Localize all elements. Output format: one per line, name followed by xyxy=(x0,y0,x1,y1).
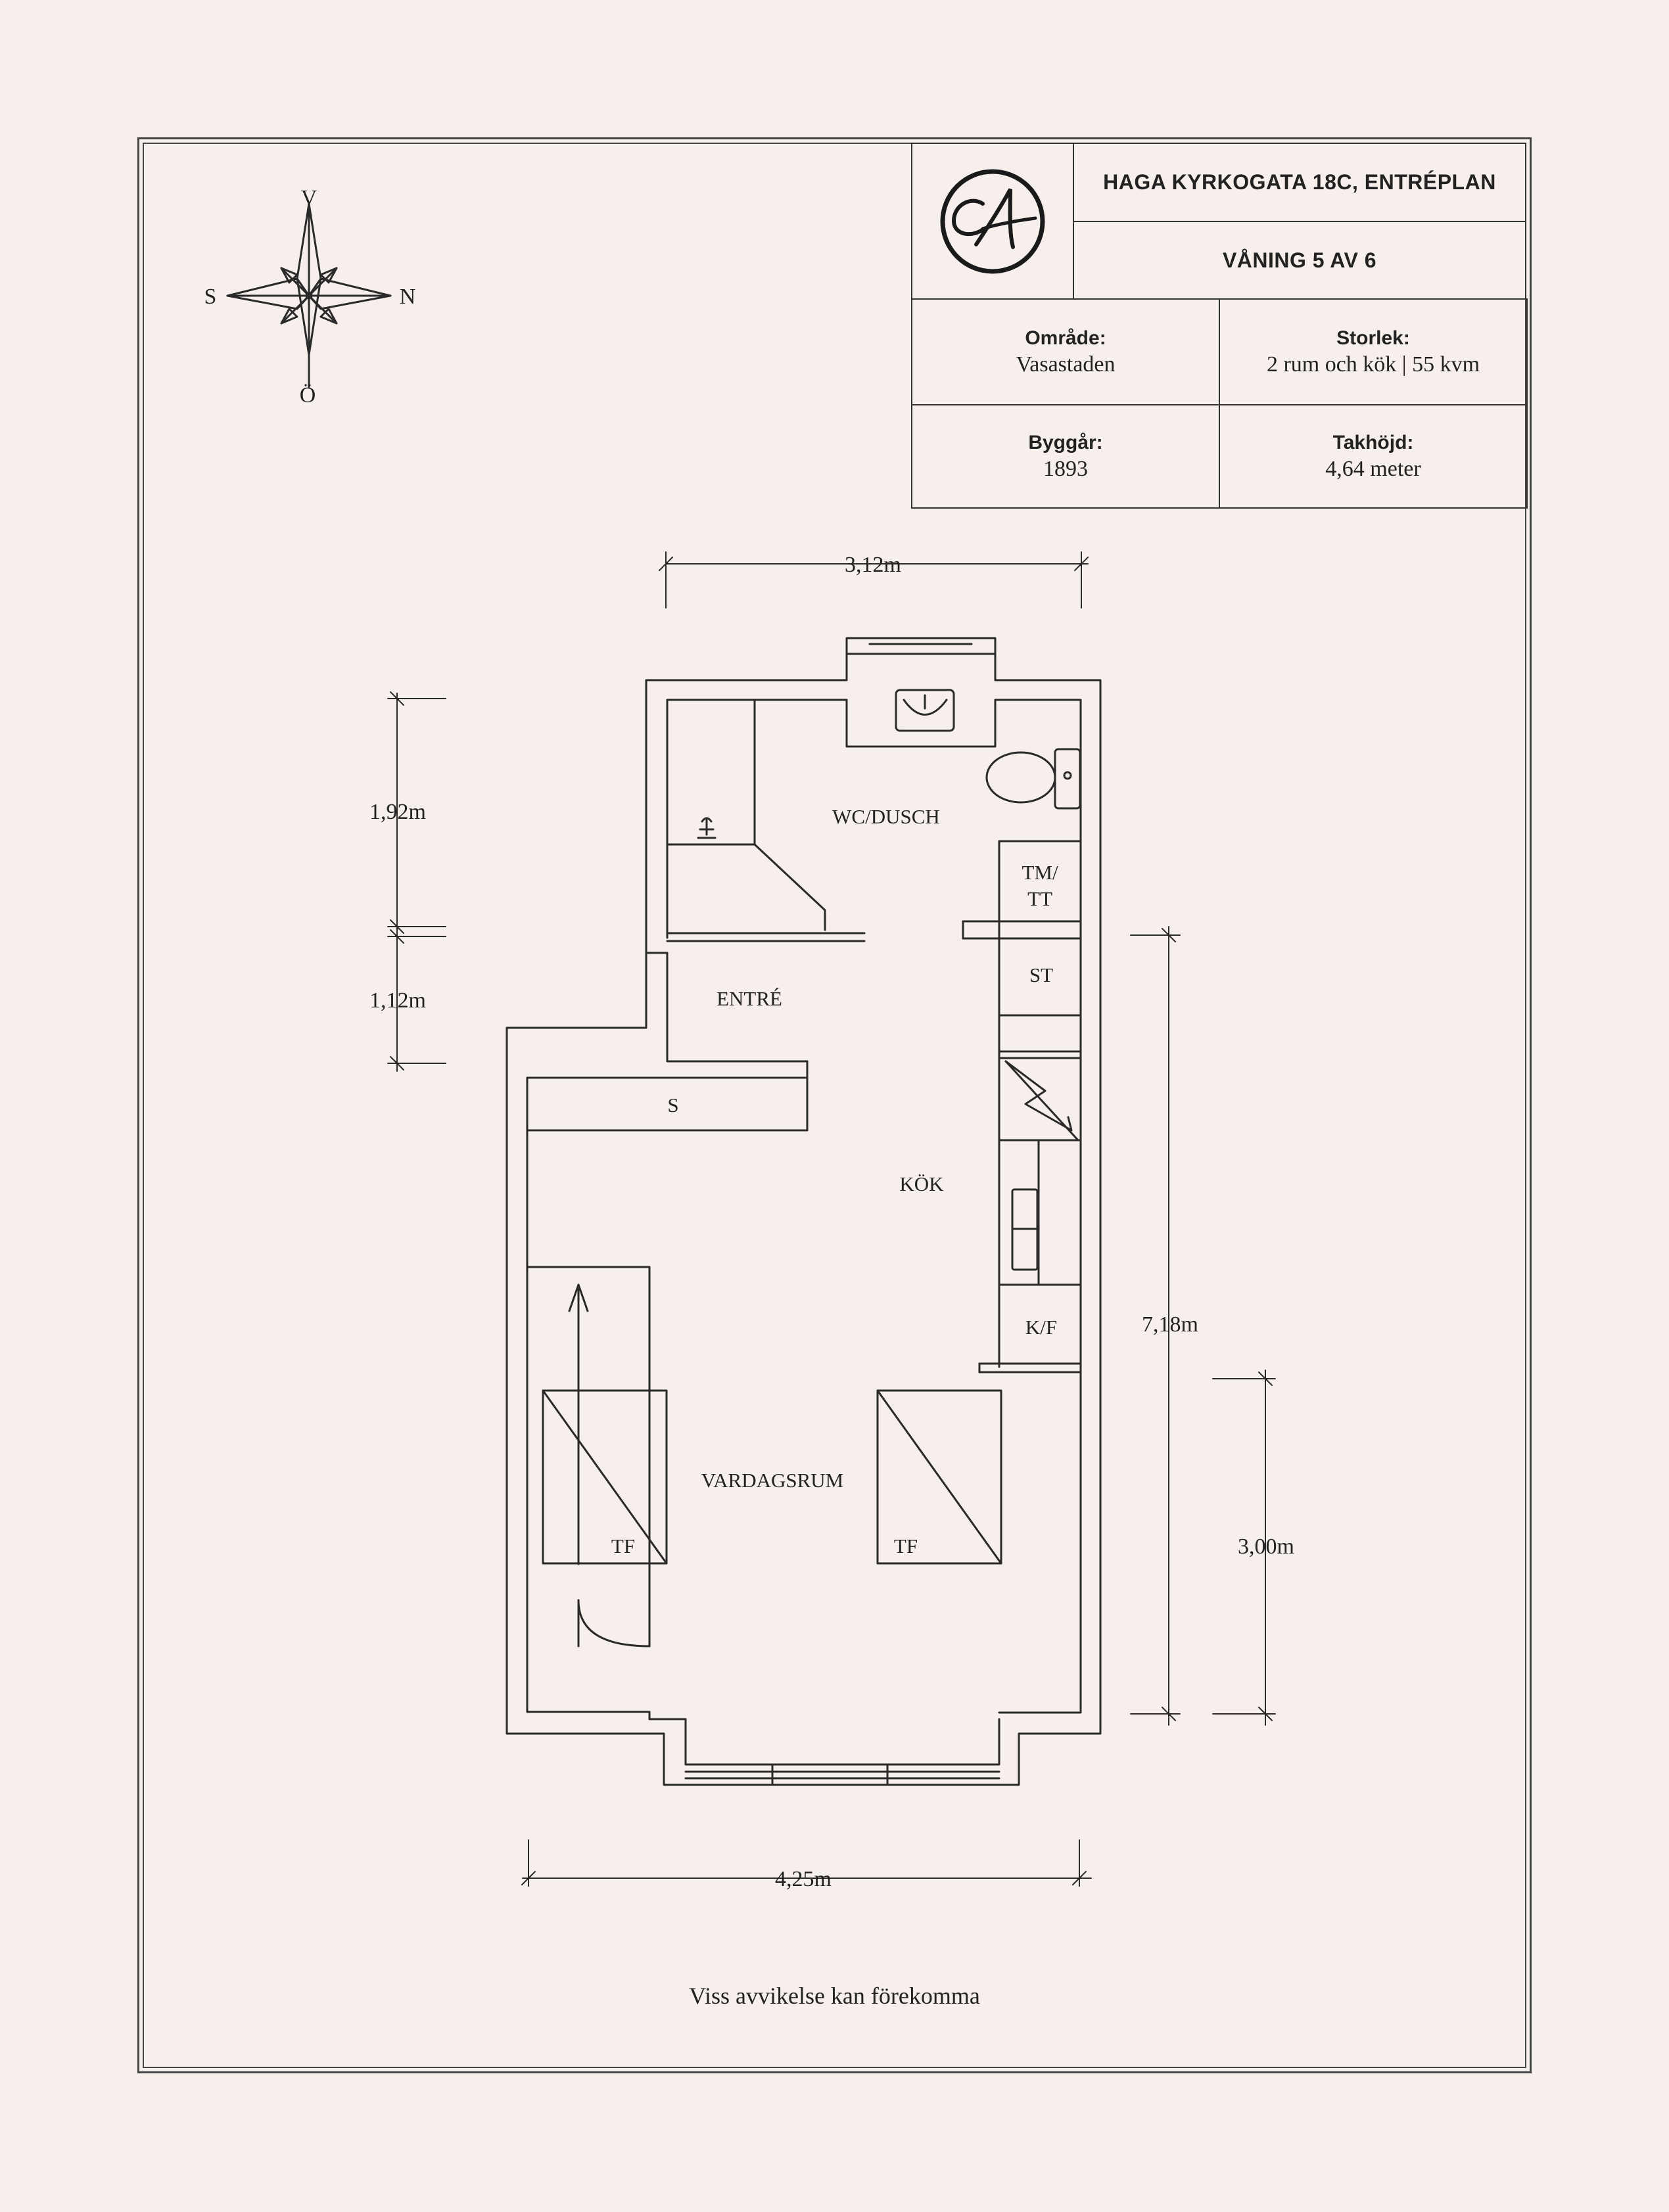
room-tf-left: TF xyxy=(611,1534,635,1557)
height-cell: Takhöjd: 4,64 meter xyxy=(1219,404,1528,509)
room-vardagsrum: VARDAGSRUM xyxy=(701,1469,844,1492)
storage-shelf xyxy=(526,1076,809,1132)
area-label: Område: xyxy=(1025,327,1106,349)
toilet-icon xyxy=(985,748,1081,810)
compass-rose-icon xyxy=(226,202,392,389)
compass-north-label: N xyxy=(400,285,416,309)
dimension-bottom: 4,25m xyxy=(775,1867,832,1891)
room-entre: ENTRÉ xyxy=(717,987,782,1010)
dimension-right-long: 7,18m xyxy=(1142,1312,1198,1337)
height-label: Takhöjd: xyxy=(1332,431,1414,453)
address-text: HAGA KYRKOGATA 18C, ENTRÉPLAN xyxy=(1103,170,1496,194)
left-alcove xyxy=(526,1266,651,1647)
inner-border xyxy=(143,143,1526,2068)
dimension-left-upper: 1,92m xyxy=(369,800,426,824)
room-kf: K/F xyxy=(1025,1316,1057,1339)
address-cell: HAGA KYRKOGATA 18C, ENTRÉPLAN xyxy=(1073,143,1526,222)
room-tf-right: TF xyxy=(894,1534,918,1557)
cabinet-column xyxy=(978,840,1082,1373)
sink-icon xyxy=(895,689,955,732)
room-tm-line2: TT xyxy=(1027,887,1052,910)
area-value: Vasastaden xyxy=(1016,352,1116,377)
room-storage-s: S xyxy=(667,1094,678,1117)
compass-east-label: Ö xyxy=(300,383,316,407)
disclaimer-note: Viss avvikelse kan förekomma xyxy=(689,1983,980,2009)
room-kok: KÖK xyxy=(899,1172,944,1195)
year-value: 1893 xyxy=(1043,456,1088,481)
wc-interior xyxy=(666,699,1082,942)
height-value: 4,64 meter xyxy=(1325,456,1421,481)
outer-walls xyxy=(505,637,1102,1786)
kitchen-sink-icon xyxy=(1011,1188,1039,1271)
room-wc: WC/DUSCH xyxy=(832,805,940,828)
dimension-left-lower: 1,12m xyxy=(369,988,426,1013)
outer-border xyxy=(137,137,1532,2073)
dimension-top: 3,12m xyxy=(845,553,901,577)
size-label: Storlek: xyxy=(1336,327,1410,349)
dimension-right-short: 3,00m xyxy=(1238,1534,1294,1559)
stove-icon xyxy=(1004,1060,1079,1141)
floor-text: VÅNING 5 AV 6 xyxy=(1222,248,1377,272)
title-block: HAGA KYRKOGATA 18C, ENTRÉPLAN VÅNING 5 A… xyxy=(911,143,1528,509)
year-label: Byggår: xyxy=(1028,431,1103,453)
room-st: ST xyxy=(1029,963,1053,986)
dimension-lines xyxy=(387,551,1276,1887)
shower-icon xyxy=(697,817,717,839)
tiled-stove-left xyxy=(542,1389,668,1565)
room-tm-line1: TM/ xyxy=(1022,861,1058,884)
size-cell: Storlek: 2 rum och kök | 55 kvm xyxy=(1219,298,1528,405)
size-value: 2 rum och kök | 55 kvm xyxy=(1266,352,1480,377)
compass-south-label: S xyxy=(204,285,217,309)
compass-west-label: V xyxy=(301,186,317,210)
tiled-stove-right xyxy=(876,1389,1002,1565)
monogram-logo-icon xyxy=(940,169,1045,273)
